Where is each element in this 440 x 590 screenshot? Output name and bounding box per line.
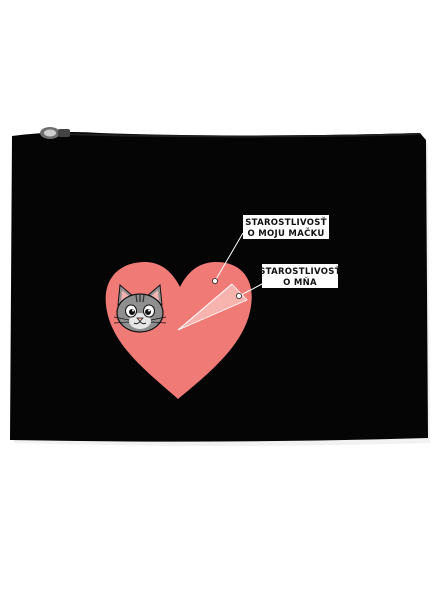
- cat-face-icon: [113, 283, 167, 333]
- callout-my-cat-line2: O MOJU MAČKU: [247, 227, 324, 239]
- callout-me-leader: [238, 283, 263, 297]
- callout-my-cat-line1: STAROSTLIVOSŤ: [245, 216, 327, 228]
- callout-my-cat-leader: [214, 232, 244, 282]
- callout-me: STAROSTLIVOSŤ O MŇA: [235, 264, 341, 299]
- callout-my-cat-dot: [211, 277, 218, 284]
- callout-me-dot: [235, 292, 242, 299]
- slice-divider: [177, 283, 233, 331]
- callout-me-box: [262, 264, 338, 288]
- callout-me-line2: O MŇA: [283, 276, 317, 288]
- zipper-pull-icon: [40, 127, 70, 139]
- callout-my-cat-box: [243, 215, 329, 239]
- zipper-track: [59, 133, 421, 138]
- callout-my-cat: STAROSTLIVOSŤ O MOJU MAČKU: [211, 215, 329, 284]
- callout-me-line1: STAROSTLIVOSŤ: [259, 265, 341, 277]
